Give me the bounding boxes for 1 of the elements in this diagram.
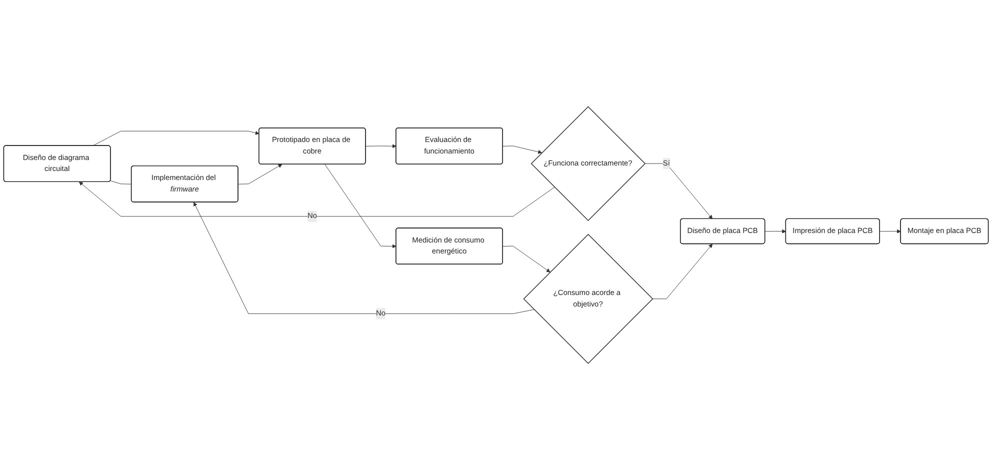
connector xyxy=(110,180,132,184)
